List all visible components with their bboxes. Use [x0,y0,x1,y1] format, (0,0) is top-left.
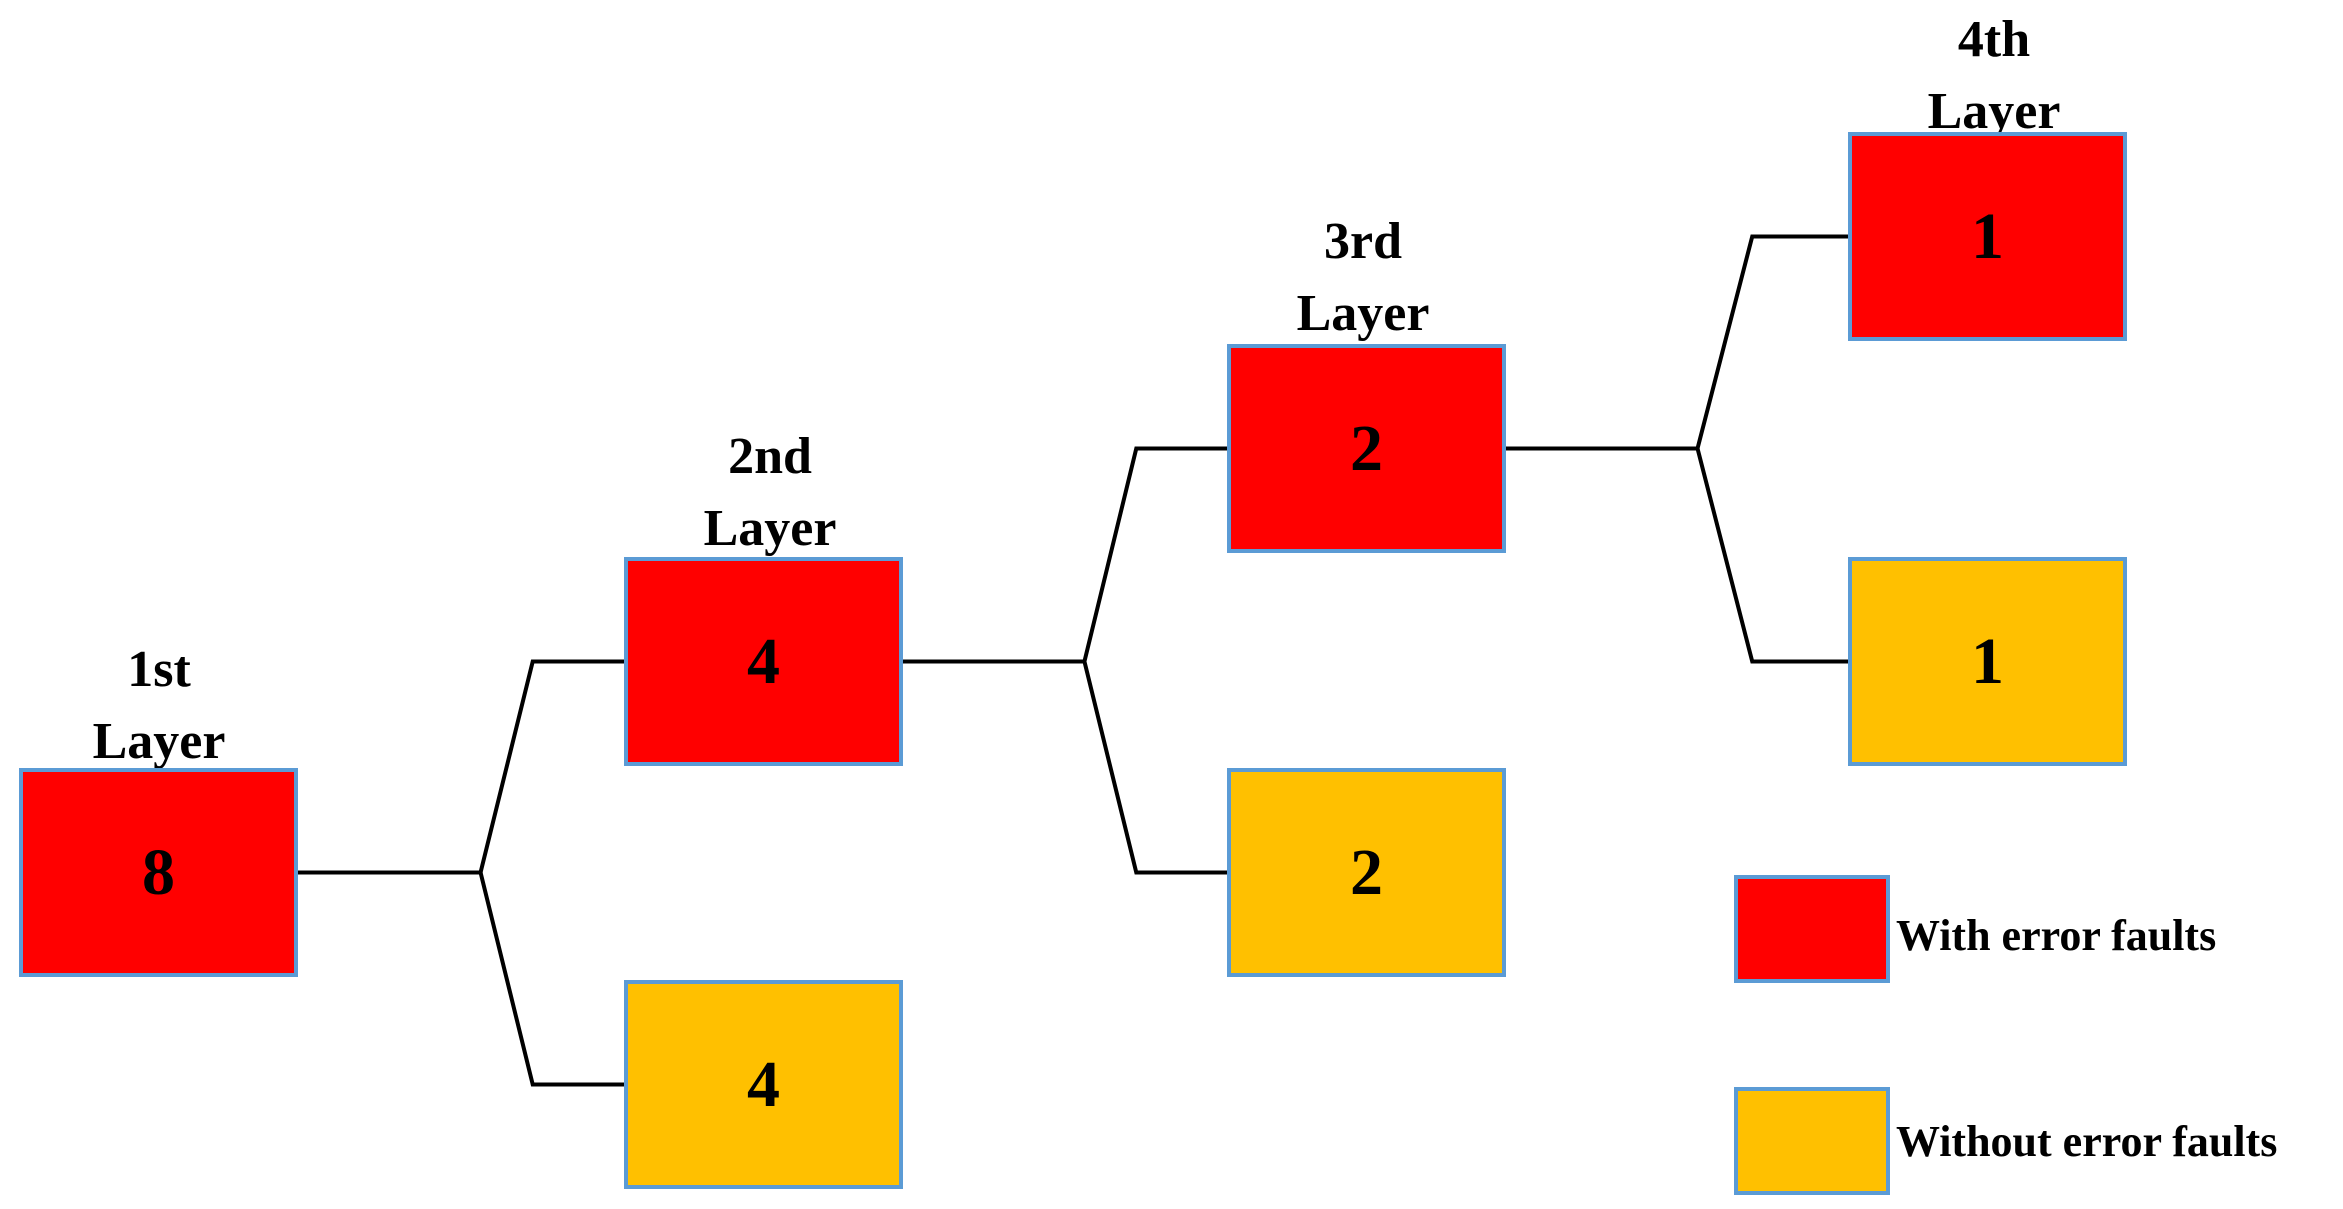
legend-label-without-error: Without error faults [1896,1117,2278,1166]
layer-label-3rd: 3rd Layer [1233,206,1493,350]
node-value: 8 [142,835,175,909]
layer-label-4th-ordinal: 4th [1957,11,2031,68]
layer-label-3rd-ordinal: 3rd [1324,213,1402,270]
legend-swatch-with-error [1734,875,1890,983]
layer-label-4th-word: Layer [1927,83,2061,140]
layer-label-4th: 4th Layer [1864,4,2124,148]
node-layer3-without-error: 2 [1227,768,1506,977]
legend-label-with-error: With error faults [1896,911,2217,960]
connector-branch-l1-error-to-l2-ok [478,870,626,1087]
connector-branch-l3-error-to-l4-error [1695,234,1850,451]
node-value: 1 [1971,199,2004,273]
connector-branch-l2-error-to-l3-error [1082,446,1229,664]
node-layer2-with-error: 4 [624,557,903,766]
layer-label-1st: 1st Layer [29,634,289,778]
connector-branch-l2-error-to-l3-ok [1082,659,1229,875]
node-layer4-with-error: 1 [1848,132,2127,341]
node-value: 2 [1350,411,1383,485]
node-layer1-with-error: 8 [19,768,298,977]
connector-branch-l3-error-to-l4-ok [1695,446,1850,664]
layer-label-2nd-ordinal: 2nd [728,428,812,485]
legend-swatch-without-error [1734,1087,1890,1195]
node-layer2-without-error: 4 [624,980,903,1189]
layer-label-2nd-word: Layer [703,500,837,557]
layer-label-2nd: 2nd Layer [640,421,900,565]
layer-label-1st-ordinal: 1st [127,641,191,698]
node-value: 1 [1971,624,2004,698]
layer-label-3rd-word: Layer [1296,285,1430,342]
node-value: 4 [747,624,780,698]
node-layer4-without-error: 1 [1848,557,2127,766]
connector-branch-l1-error-to-l2-error [478,659,626,875]
node-layer3-with-error: 2 [1227,344,1506,553]
node-value: 4 [747,1047,780,1121]
layer-label-1st-word: Layer [92,713,226,770]
node-value: 2 [1350,835,1383,909]
